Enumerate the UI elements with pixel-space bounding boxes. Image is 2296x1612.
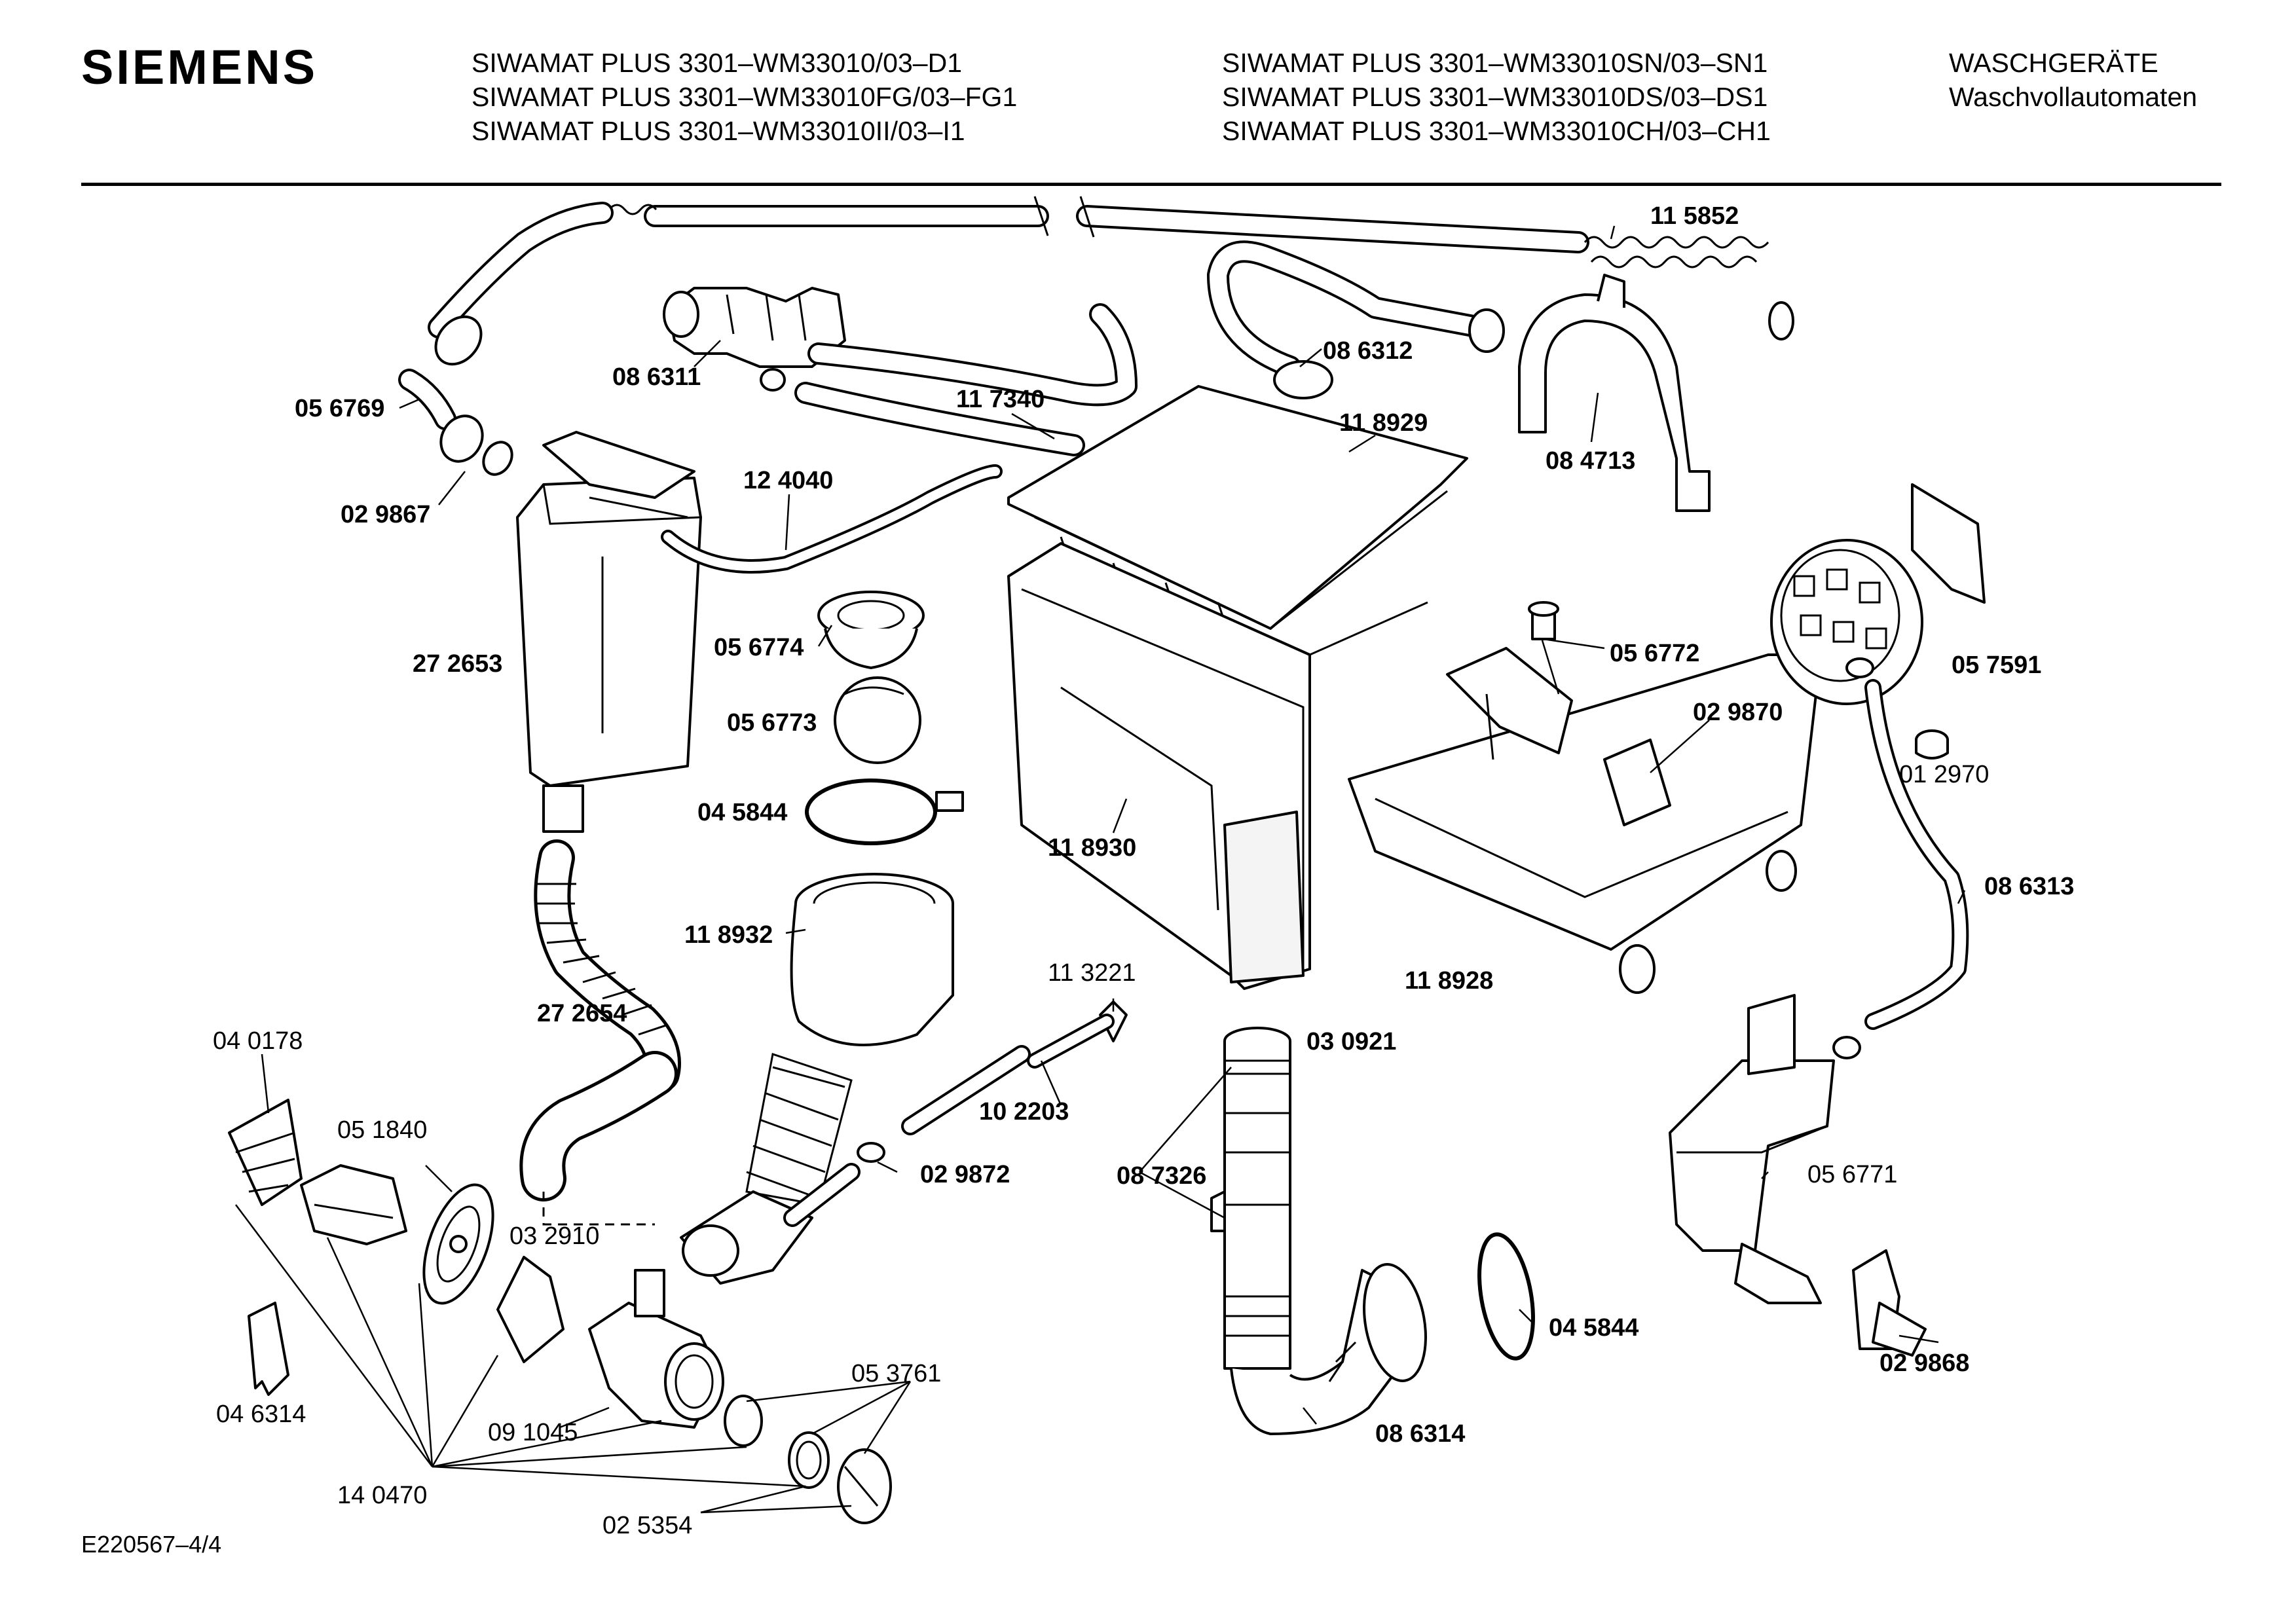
model-line: SIWAMAT PLUS 3301–WM33010FG/03–FG1 — [472, 82, 1018, 112]
model-list-right: SIWAMAT PLUS 3301–WM33010SN/03–SN1 SIWAM… — [1222, 46, 1771, 148]
part-label: 08 6311 — [612, 363, 701, 391]
part-label: 09 1045 — [488, 1419, 578, 1446]
part-label: 11 3221 — [1048, 959, 1136, 987]
nut-drawing — [1915, 729, 1949, 760]
dispenser-drawer-drawing — [1348, 647, 1822, 994]
pump-filter-parts-drawing — [724, 1395, 892, 1524]
part-label: 11 8930 — [1048, 834, 1136, 862]
part-label: 11 8928 — [1405, 967, 1493, 995]
air-trap-drawing — [516, 431, 702, 833]
part-label: 05 6771 — [1807, 1161, 1897, 1188]
header-divider — [81, 183, 2221, 186]
alignment-line — [542, 1192, 655, 1226]
screw-drawing — [1528, 601, 1559, 640]
leader-lines — [235, 225, 1966, 1514]
drain-hose-corrugated-drawing — [519, 839, 681, 1201]
pump-disc-drawing — [422, 1183, 494, 1305]
clip-drawing — [248, 1302, 289, 1396]
pump-impeller-drawing — [228, 1099, 303, 1206]
part-label: 03 2910 — [509, 1222, 599, 1250]
pump-motor-drawing — [300, 1164, 407, 1245]
part-label: 05 3761 — [851, 1360, 941, 1387]
part-label: 11 5852 — [1650, 202, 1739, 230]
sump-bellow-drawing — [680, 873, 954, 1285]
part-label: 01 2970 — [1899, 761, 1989, 788]
brand-logo: SIEMENS — [81, 40, 318, 94]
pressure-chamber-drawing — [1669, 994, 1861, 1304]
hose-bracket-drawing — [1518, 274, 1711, 512]
switch-hose-drawing — [1864, 679, 1969, 1030]
part-label: 05 6769 — [295, 395, 384, 422]
part-label: 05 6772 — [1610, 640, 1699, 667]
part-label: 08 4713 — [1546, 447, 1635, 475]
part-label: 05 7591 — [1952, 651, 2041, 679]
part-label: 14 0470 — [337, 1482, 427, 1509]
part-label: 02 9867 — [341, 501, 430, 528]
seal-ball-clamp-drawing — [805, 591, 964, 845]
part-label: 10 2203 — [979, 1098, 1069, 1126]
part-label: 11 8932 — [684, 921, 773, 949]
drain-pipe-drawing — [1210, 1027, 1535, 1435]
part-label: 02 9872 — [920, 1161, 1010, 1188]
part-labels: 11 5852 08 6311 08 6312 11 7340 11 8929 … — [213, 202, 2074, 1539]
part-label: 08 7326 — [1117, 1162, 1206, 1190]
model-line: SIWAMAT PLUS 3301–WM33010II/03–I1 — [472, 116, 965, 146]
category-subtitle: Waschvollautomaten — [1949, 82, 2198, 112]
pressure-switch-drawing — [1770, 483, 1986, 705]
inlet-valve-drawing — [663, 287, 846, 392]
part-label: 11 7340 — [956, 386, 1045, 413]
part-label: 04 5844 — [697, 799, 787, 826]
pressure-tube-drawing — [661, 464, 1003, 574]
part-label: 04 6314 — [216, 1401, 306, 1428]
part-label: 04 0178 — [213, 1027, 303, 1055]
valve-hoses-drawing — [794, 303, 1138, 456]
category-block: WASCHGERÄTE Waschvollautomaten — [1949, 46, 2197, 114]
model-list-left: SIWAMAT PLUS 3301–WM33010/03–D1 SIWAMAT … — [472, 46, 1017, 148]
model-line: SIWAMAT PLUS 3301–WM33010CH/03–CH1 — [1222, 116, 1771, 146]
drawing-id: E220567–4/4 — [81, 1531, 222, 1558]
part-label: 11 8929 — [1339, 409, 1428, 437]
category-title: WASCHGERÄTE — [1949, 48, 2158, 78]
pump-cover-drawing — [496, 1256, 565, 1363]
part-label: 02 5354 — [602, 1512, 692, 1539]
model-line: SIWAMAT PLUS 3301–WM33010/03–D1 — [472, 48, 962, 78]
model-line: SIWAMAT PLUS 3301–WM33010DS/03–DS1 — [1222, 82, 1768, 112]
elbow-hose-drawing — [1207, 240, 1505, 399]
part-label: 08 6314 — [1375, 1420, 1465, 1448]
part-label: 12 4040 — [743, 467, 833, 494]
part-label: 05 1840 — [337, 1116, 427, 1144]
part-label: 08 6313 — [1984, 873, 2074, 900]
part-label: 27 2654 — [537, 1000, 627, 1027]
part-label: 02 9868 — [1879, 1349, 1969, 1377]
part-label: 08 6312 — [1323, 337, 1413, 365]
sensor-drawing — [1852, 1249, 1927, 1357]
part-label: 02 9870 — [1693, 699, 1783, 726]
hose-elbow-small-drawing — [398, 369, 513, 476]
inlet-hose-drawing — [428, 196, 1794, 366]
part-label: 05 6773 — [727, 709, 817, 737]
part-label: 05 6774 — [714, 634, 804, 661]
part-label: 27 2653 — [413, 650, 502, 678]
part-label: 03 0921 — [1306, 1028, 1396, 1055]
part-label: 04 5844 — [1549, 1314, 1639, 1342]
heater-rod-drawing — [783, 1000, 1128, 1227]
pump-housing-drawing — [588, 1269, 724, 1429]
dispenser-housing-drawing — [1007, 542, 1428, 990]
model-line: SIWAMAT PLUS 3301–WM33010SN/03–SN1 — [1222, 48, 1768, 78]
